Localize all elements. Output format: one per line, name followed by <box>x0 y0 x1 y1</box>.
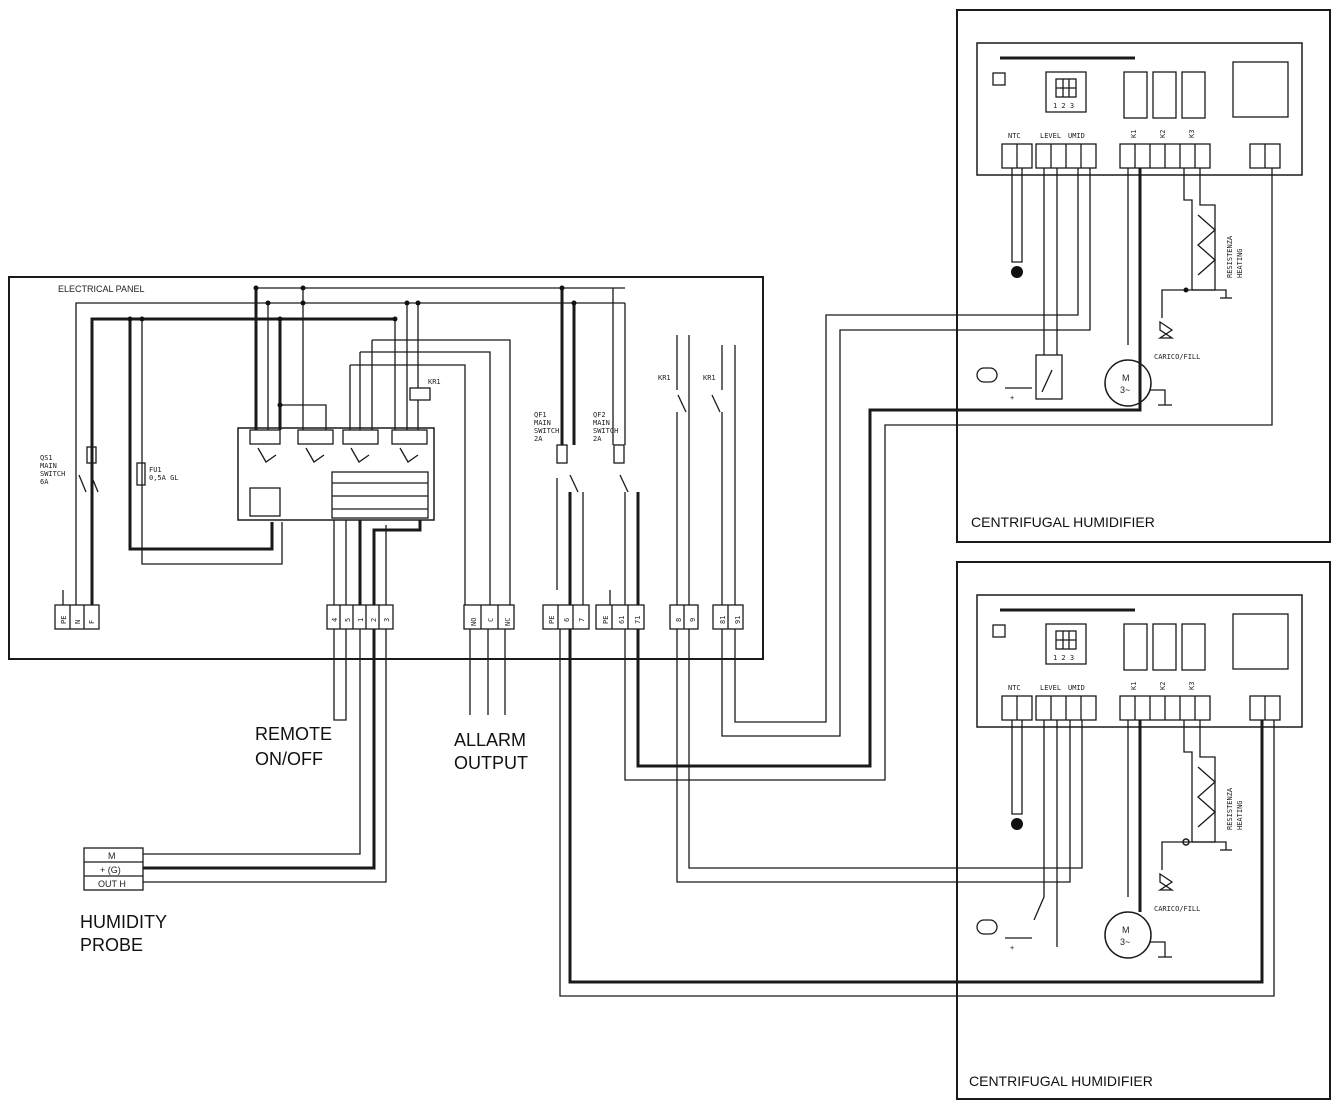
svg-text:0,5A GL: 0,5A GL <box>149 474 179 482</box>
svg-text:NTC: NTC <box>1008 684 1021 692</box>
svg-text:5: 5 <box>344 618 352 622</box>
svg-text:RESISTENZA: RESISTENZA <box>1226 787 1234 830</box>
svg-text:6A: 6A <box>40 478 49 486</box>
controller-board <box>237 427 435 521</box>
svg-text:1 2 3: 1 2 3 <box>1053 102 1074 110</box>
svg-text:C: C <box>487 618 495 622</box>
panel-internal-wiring: KR1 KR1 KR1 <box>62 287 736 605</box>
svg-text:HEATING: HEATING <box>1236 248 1244 278</box>
svg-text:PE: PE <box>60 616 68 624</box>
svg-text:3: 3 <box>383 618 391 622</box>
svg-text:M: M <box>1122 373 1130 383</box>
svg-text:LEVEL: LEVEL <box>1040 132 1061 140</box>
remote-label-line2: ON/OFF <box>255 749 323 769</box>
svg-text:NC: NC <box>504 618 512 626</box>
terminals-kr1a: 8 9 <box>669 604 699 630</box>
svg-text:LEVEL: LEVEL <box>1040 684 1061 692</box>
svg-text:K3: K3 <box>1188 682 1196 690</box>
humidifier-1: 1 2 3 NTC LEVEL UMID K1 K2 K3 + <box>956 9 1331 543</box>
fu1-fuse: FU1 0,5A GL <box>136 462 179 486</box>
svg-text:K3: K3 <box>1188 130 1196 138</box>
svg-text:RESISTENZA: RESISTENZA <box>1226 235 1234 278</box>
svg-text:61: 61 <box>618 616 626 624</box>
svg-text:KR1: KR1 <box>428 378 441 386</box>
svg-text:K1: K1 <box>1130 130 1138 138</box>
svg-text:F: F <box>88 620 96 624</box>
junction-dots <box>127 285 577 408</box>
svg-text:4: 4 <box>331 618 339 622</box>
humidifier-1-caption: CENTRIFUGAL HUMIDIFIER <box>971 514 1155 530</box>
svg-text:1: 1 <box>357 618 365 622</box>
svg-text:KR1: KR1 <box>658 374 671 382</box>
terminals-alarm: NO C NC <box>463 604 515 630</box>
svg-text:OUT H: OUT H <box>98 879 126 889</box>
svg-text:FU1: FU1 <box>149 466 162 474</box>
svg-text:SWITCH: SWITCH <box>40 470 65 478</box>
svg-text:K1: K1 <box>1130 682 1138 690</box>
humidifier-2-caption: CENTRIFUGAL HUMIDIFIER <box>969 1073 1153 1089</box>
svg-text:6: 6 <box>563 618 571 622</box>
svg-text:QF2: QF2 <box>593 411 606 419</box>
external-wiring <box>143 168 1275 997</box>
svg-text:+ (G): + (G) <box>100 865 121 875</box>
svg-text:UMID: UMID <box>1068 132 1085 140</box>
svg-text:M: M <box>1122 925 1130 935</box>
svg-text:QF1: QF1 <box>534 411 547 419</box>
svg-text:KR1: KR1 <box>703 374 716 382</box>
svg-text:HEATING: HEATING <box>1236 800 1244 830</box>
remote-label-line1: REMOTE <box>255 724 332 744</box>
svg-text:MAIN: MAIN <box>593 419 610 427</box>
svg-text:PE: PE <box>602 616 610 624</box>
svg-text:PE: PE <box>548 616 556 624</box>
terminals-power: PE N F <box>54 604 100 630</box>
svg-text:NO: NO <box>470 618 478 626</box>
svg-text:CARICO/FILL: CARICO/FILL <box>1154 353 1200 361</box>
svg-text:QS1: QS1 <box>40 454 53 462</box>
qf2-switch: QF2 MAIN SWITCH 2A <box>593 411 625 464</box>
svg-text:2: 2 <box>370 618 378 622</box>
svg-text:MAIN: MAIN <box>534 419 551 427</box>
svg-text:8: 8 <box>675 618 683 622</box>
humidity-probe-block: M + (G) OUT H <box>83 847 144 891</box>
svg-text:+: + <box>1010 394 1014 402</box>
svg-text:CARICO/FILL: CARICO/FILL <box>1154 905 1200 913</box>
terminals-kr1b: 81 91 <box>712 604 744 630</box>
svg-text:M: M <box>108 851 116 861</box>
svg-text:NTC: NTC <box>1008 132 1021 140</box>
svg-text:SWITCH: SWITCH <box>593 427 618 435</box>
alarm-label-line1: ALLARM <box>454 730 526 750</box>
svg-text:9: 9 <box>689 618 697 622</box>
svg-text:81: 81 <box>719 616 727 624</box>
panel-title: ELECTRICAL PANEL <box>58 284 145 294</box>
svg-text:K2: K2 <box>1159 130 1167 138</box>
svg-text:2A: 2A <box>593 435 602 443</box>
svg-text:3~: 3~ <box>1120 937 1130 947</box>
svg-text:N: N <box>74 620 82 624</box>
probe-label-line2: PROBE <box>80 935 143 955</box>
svg-text:71: 71 <box>634 616 642 624</box>
svg-text:7: 7 <box>578 618 586 622</box>
svg-text:SWITCH: SWITCH <box>534 427 559 435</box>
terminals-qf2: PE 61 71 <box>595 604 645 630</box>
svg-text:UMID: UMID <box>1068 684 1085 692</box>
alarm-label-line2: OUTPUT <box>454 753 528 773</box>
svg-text:91: 91 <box>734 616 742 624</box>
terminals-qf1: PE 6 7 <box>542 604 590 630</box>
qs1-main-switch: QS1 MAIN SWITCH 6A <box>40 446 99 493</box>
svg-text:+: + <box>1010 944 1014 952</box>
humidifier-2: 1 2 3 NTC LEVEL UMID K1 K2 K3 + M <box>956 561 1331 1100</box>
terminals-remote: 4 5 1 2 3 <box>326 604 394 630</box>
svg-text:1 2 3: 1 2 3 <box>1053 654 1074 662</box>
svg-text:3~: 3~ <box>1120 385 1130 395</box>
qf1-switch: QF1 MAIN SWITCH 2A <box>534 411 568 464</box>
svg-text:2A: 2A <box>534 435 543 443</box>
probe-label-line1: HUMIDITY <box>80 912 167 932</box>
svg-text:MAIN: MAIN <box>40 462 57 470</box>
svg-text:K2: K2 <box>1159 682 1167 690</box>
